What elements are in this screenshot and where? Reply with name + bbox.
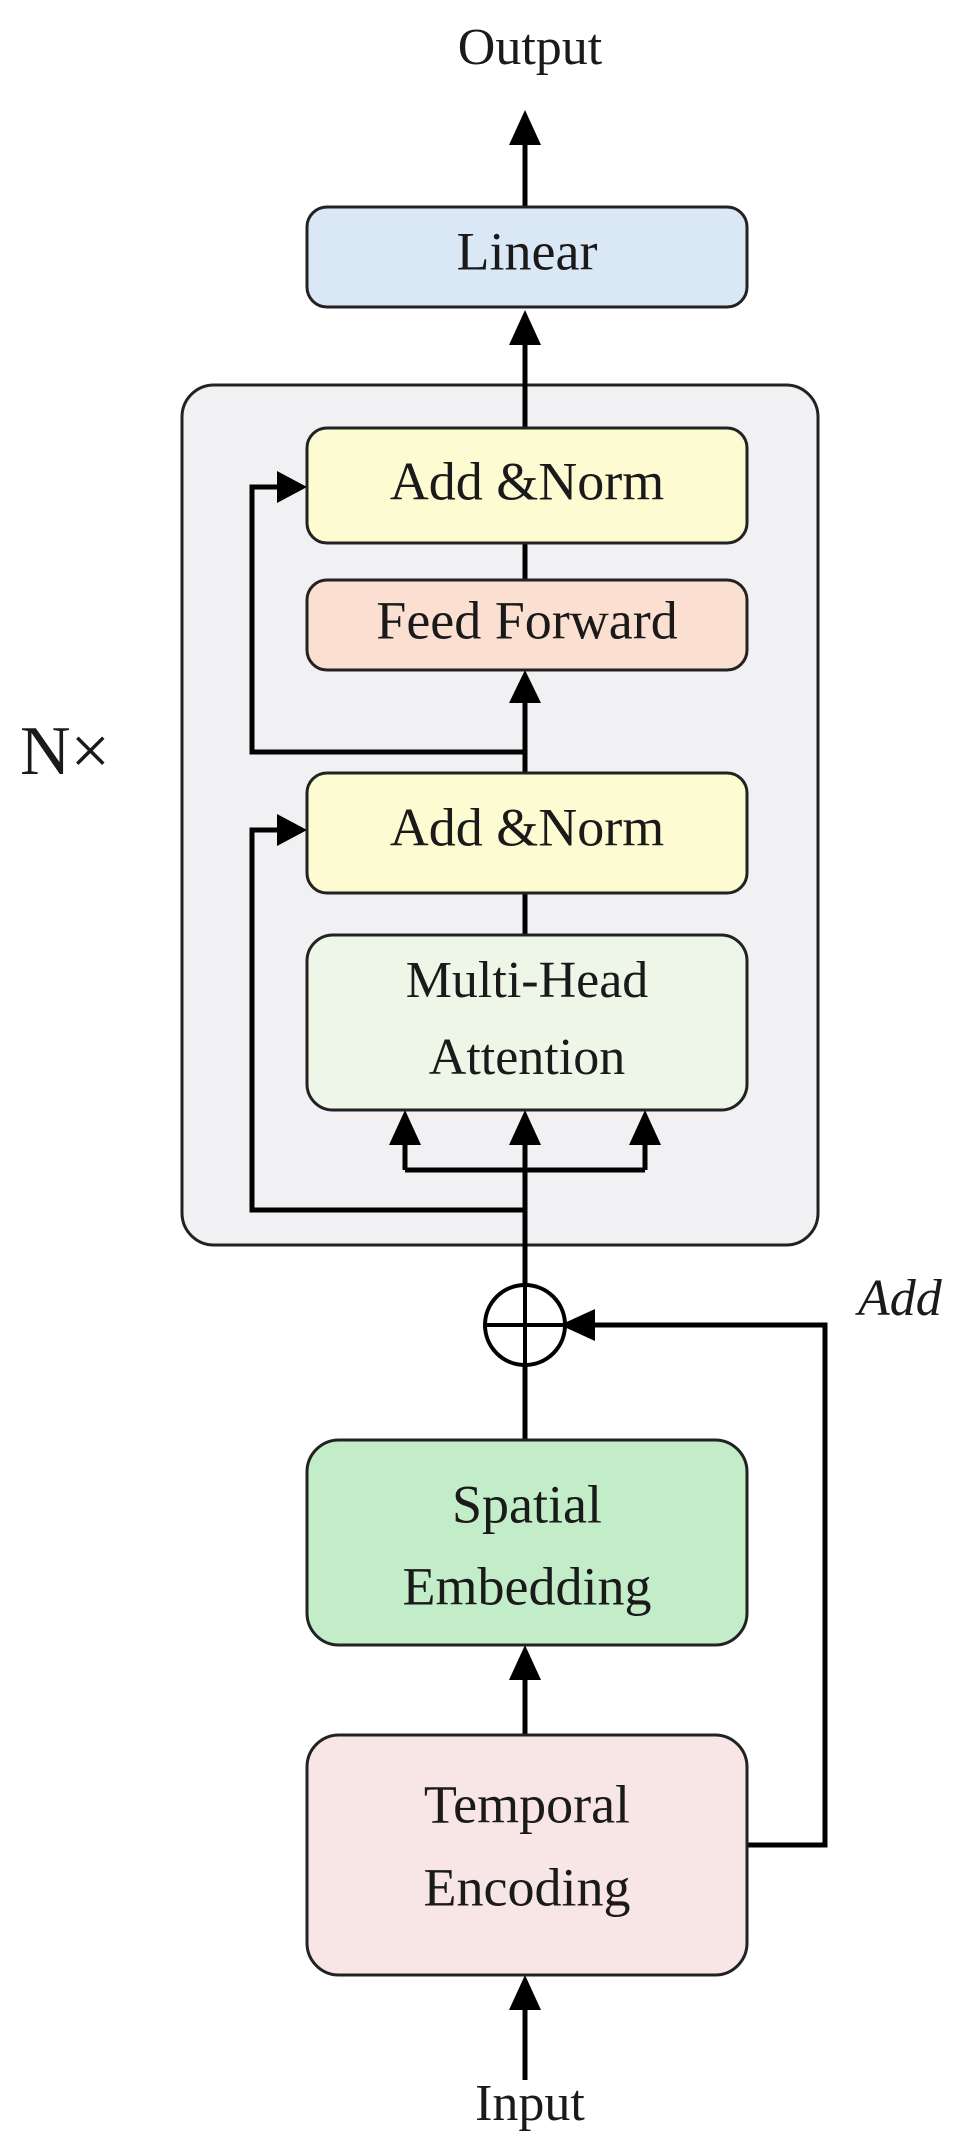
add-norm-bottom-block: Add &Norm bbox=[305, 771, 749, 895]
spatial-embedding-line1: Spatial bbox=[452, 1474, 602, 1534]
add-norm-bottom-label: Add &Norm bbox=[390, 797, 664, 857]
spatial-embedding-line2: Embedding bbox=[403, 1556, 652, 1616]
multi-head-attention-line1: Multi-Head bbox=[406, 952, 649, 1009]
repeat-count-label: N× bbox=[20, 713, 110, 790]
temporal-encoding-block: Temporal Encoding bbox=[305, 1733, 749, 1977]
multi-head-attention-line2: Attention bbox=[429, 1029, 625, 1086]
add-norm-top-label: Add &Norm bbox=[390, 451, 664, 511]
feed-forward-label: Feed Forward bbox=[376, 590, 677, 650]
add-operator bbox=[483, 1283, 567, 1367]
spatial-embedding-block: Spatial Embedding bbox=[305, 1438, 749, 1647]
add-norm-top-block: Add &Norm bbox=[305, 426, 749, 545]
linear-label: Linear bbox=[457, 221, 598, 281]
multi-head-attention-block: Multi-Head Attention bbox=[305, 933, 749, 1112]
output-label: Output bbox=[458, 19, 603, 76]
temporal-encoding-line2: Encoding bbox=[424, 1857, 631, 1917]
connectors bbox=[249, 110, 828, 2080]
feed-forward-block: Feed Forward bbox=[305, 578, 749, 672]
temporal-encoding-line1: Temporal bbox=[424, 1774, 630, 1834]
add-label: Add bbox=[855, 1270, 943, 1327]
input-label: Input bbox=[475, 2075, 585, 2132]
linear-block: Linear bbox=[305, 205, 749, 309]
